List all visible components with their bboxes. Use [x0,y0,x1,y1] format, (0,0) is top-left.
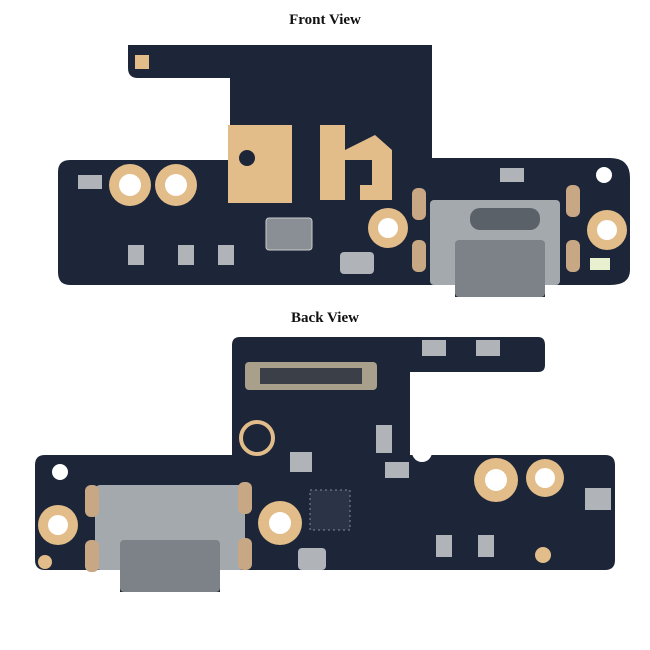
mount-hole [526,459,564,497]
mount-hole [368,208,408,248]
back-board [35,337,615,592]
chip [265,217,313,251]
mount-hole [38,505,78,545]
mount-hole [155,164,197,206]
front-board [58,45,630,297]
mount-hole [474,458,518,502]
mount-hole [258,501,302,545]
back-view-label: Back View [291,310,359,326]
front-view-label: Front View [289,12,361,28]
mount-hole [587,210,627,250]
front-shield-pad [228,125,292,203]
mount-hole [109,164,151,206]
